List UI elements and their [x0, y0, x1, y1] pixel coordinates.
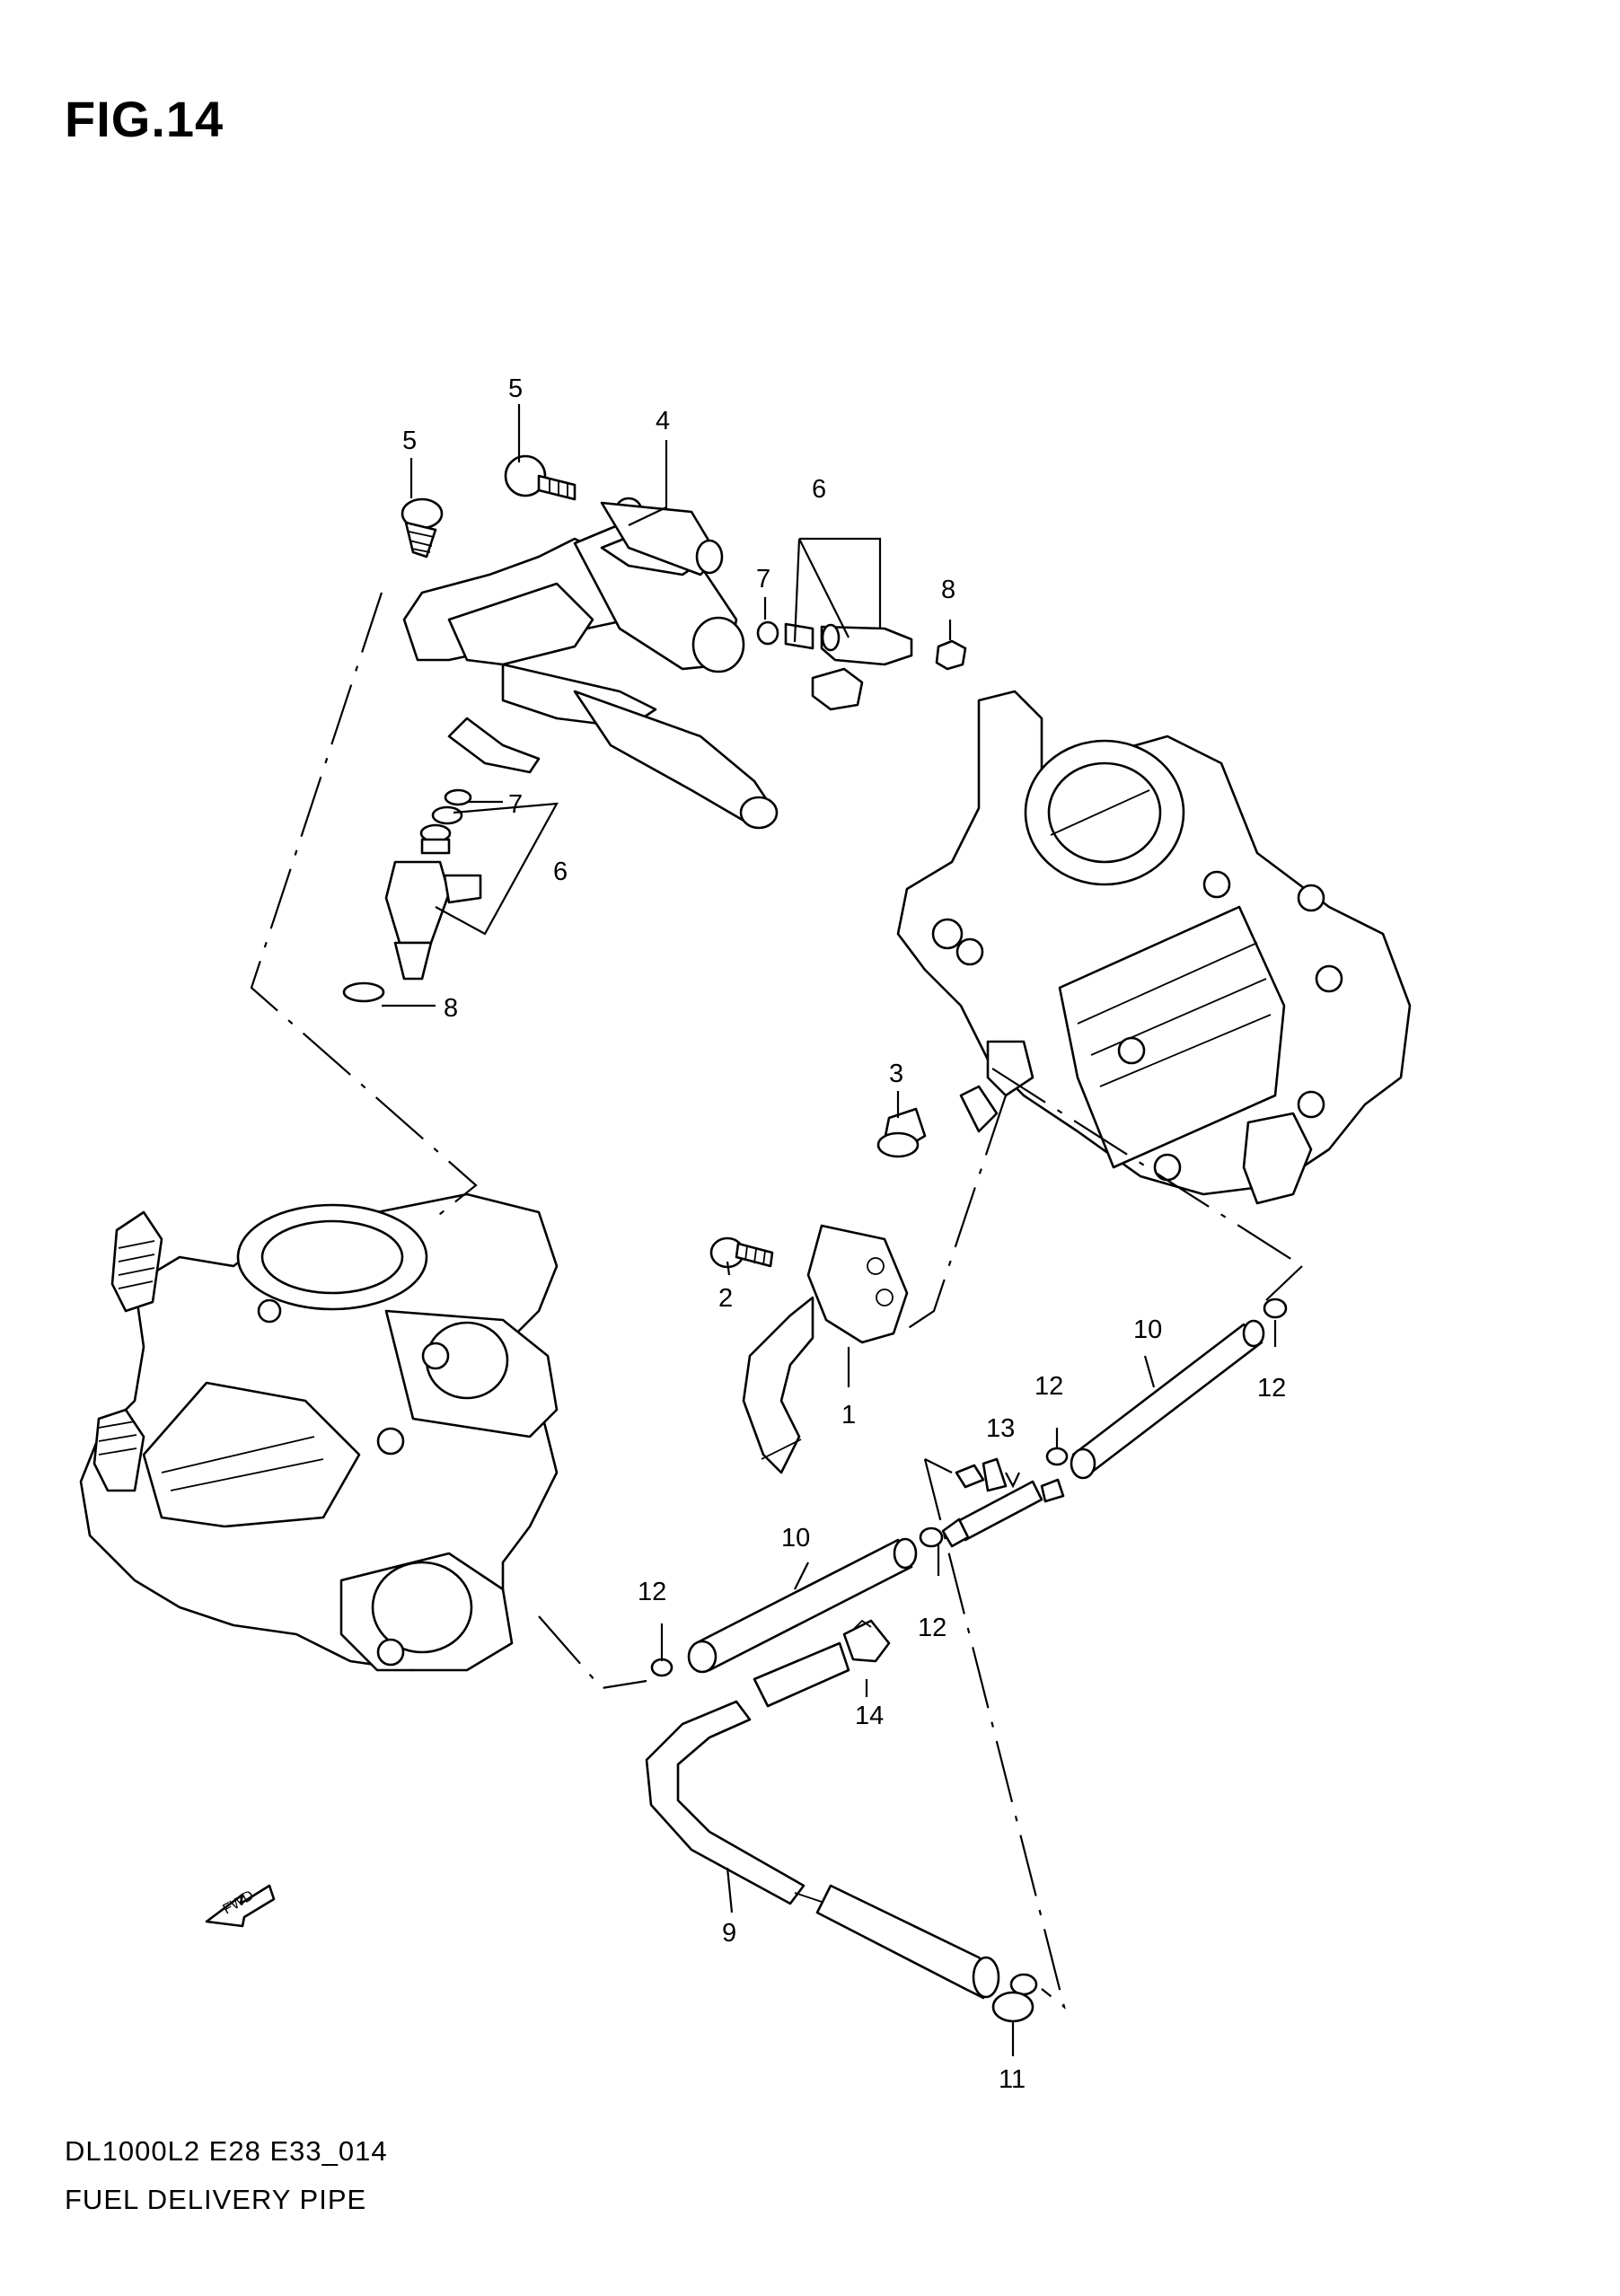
callout-12d: 12 [638, 1578, 666, 1606]
screw-part-5b [504, 454, 577, 501]
callout-5b: 5 [402, 427, 417, 455]
callout-11: 11 [999, 2065, 1026, 2094]
callout-12c: 12 [918, 1614, 946, 1642]
callout-14: 14 [855, 1702, 884, 1730]
callout-1: 1 [841, 1401, 856, 1430]
leader-lines [382, 404, 1277, 2056]
screw-part-5a [401, 497, 444, 559]
callout-5a: 5 [508, 374, 523, 403]
callout-7b: 7 [508, 790, 523, 819]
assembly-dash-lines [250, 592, 1303, 2010]
callout-7a: 7 [756, 565, 770, 594]
callout-labels: 5 5 4 6 7 8 7 6 8 3 2 1 10 12 12 13 10 1… [402, 374, 1286, 2094]
callout-12b: 12 [1035, 1372, 1063, 1401]
callout-8b: 8 [444, 994, 458, 1023]
callout-3: 3 [889, 1060, 903, 1088]
clamp-part-12c [919, 1526, 944, 1548]
injector-assembly-left [342, 788, 482, 1003]
callout-10a: 10 [1133, 1315, 1162, 1344]
model-code: DL1000L2 E28 E33_014 [65, 2135, 388, 2167]
forward-arrow-icon: FWD [205, 1884, 276, 1928]
cap-part-11 [991, 1973, 1038, 2023]
callout-10b: 10 [781, 1524, 810, 1553]
fuel-delivery-pipe [402, 497, 779, 830]
callout-12a: 12 [1257, 1374, 1286, 1403]
throttle-body-right [896, 690, 1412, 1205]
callout-8a: 8 [941, 576, 955, 604]
callout-9: 9 [722, 1919, 736, 1948]
section-name: FUEL DELIVERY PIPE [65, 2184, 367, 2215]
figure-title: FIG.14 [65, 91, 225, 147]
callout-4: 4 [656, 407, 670, 435]
clamp-part-12b [1045, 1447, 1069, 1466]
callout-2: 2 [718, 1284, 733, 1313]
bolt-part-2 [709, 1236, 774, 1269]
clamp-part-12a [1263, 1298, 1288, 1319]
hose-part-10-lower [687, 1537, 918, 1674]
callout-6b: 6 [553, 858, 568, 886]
clamp-part-12d [650, 1658, 674, 1677]
joint-part-13 [941, 1457, 1065, 1548]
clamp-part-14 [842, 1619, 891, 1663]
callout-13: 13 [986, 1414, 1015, 1443]
throttle-body-left [79, 1192, 559, 1672]
hose-part-9 [645, 1641, 1000, 2000]
callout-6a: 6 [812, 475, 826, 504]
injector-assembly-top [756, 620, 967, 711]
sensor-part-1 [742, 1224, 909, 1474]
cap-part-3 [876, 1107, 927, 1158]
hose-part-10-upper [1070, 1319, 1265, 1480]
